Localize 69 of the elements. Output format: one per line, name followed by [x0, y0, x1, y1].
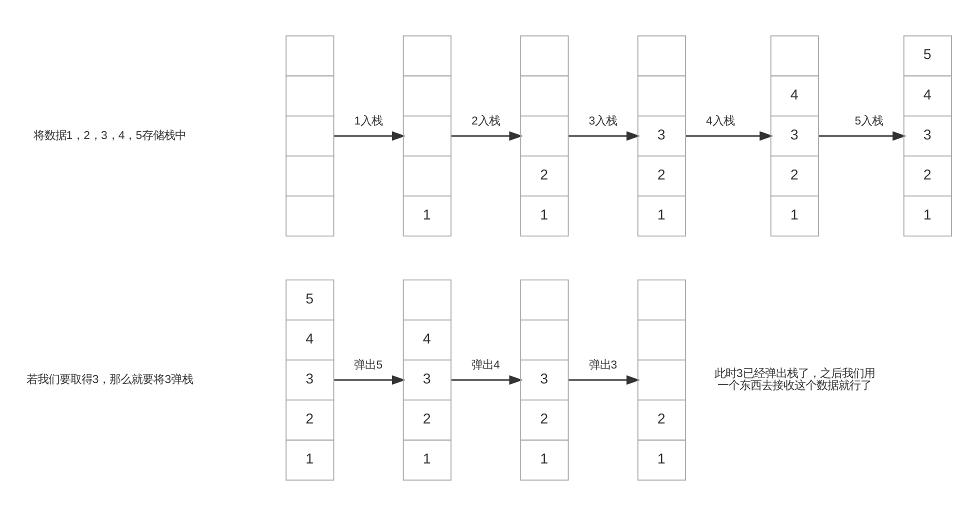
edge-label: 1入栈: [354, 115, 383, 128]
node-box: [520, 278, 569, 320]
node-box: [637, 74, 686, 116]
arrow: [818, 130, 906, 140]
node-box: 2: [637, 399, 686, 440]
node-box: [637, 359, 686, 400]
node-box: 3: [402, 359, 452, 400]
node-box: [770, 34, 820, 76]
node-box: 4: [402, 319, 452, 360]
node-box: 1: [402, 195, 452, 236]
arrow: [334, 374, 406, 384]
label: 若我们要取得3，那么就要将3弹栈: [26, 373, 194, 386]
node-box: 2: [903, 155, 952, 196]
node-box: 1: [402, 439, 452, 480]
node-box: [402, 74, 452, 116]
node-box: [286, 155, 334, 196]
arrow: [451, 130, 523, 140]
node-box: 2: [520, 399, 569, 440]
node-box: [520, 114, 569, 156]
node-box: [286, 114, 334, 156]
edge-label: 弹出4: [472, 359, 500, 372]
arrow: [686, 130, 774, 140]
edge-label: 弹出5: [354, 359, 383, 372]
node-box: 4: [286, 319, 334, 360]
label: 将数据1，2，3，4，5存储栈中: [33, 129, 186, 142]
edge-label: 5入栈: [854, 115, 884, 128]
node-box: 1: [637, 439, 686, 480]
node-box: [520, 74, 569, 116]
node-box: [286, 195, 334, 236]
node-box: 3: [286, 359, 334, 400]
node-box: [402, 278, 452, 320]
node-box: 3: [903, 114, 952, 156]
node-box: 4: [770, 74, 820, 116]
arrow: [451, 374, 523, 384]
node-box: 1: [520, 195, 569, 236]
node-box: 1: [770, 195, 820, 236]
node-box: [637, 319, 686, 360]
edge-label: 2入栈: [472, 115, 500, 128]
arrow: [568, 130, 640, 140]
node-box: 2: [770, 155, 820, 196]
node-box: 2: [286, 399, 334, 440]
node-box: [637, 34, 686, 76]
node-box: 1: [520, 439, 569, 480]
node-box: 5: [903, 34, 952, 76]
node-box: [520, 319, 569, 360]
edge-label: 3入栈: [588, 115, 618, 128]
edge-label: 4入栈: [706, 115, 734, 128]
label: 此时3已经弹出栈了，之后我们用一个东西去接收这个数据就行了: [714, 367, 875, 392]
node-box: 1: [286, 439, 334, 480]
arrow: [568, 374, 640, 384]
node-box: [286, 74, 334, 116]
node-box: 3: [770, 114, 820, 156]
node-box: 1: [637, 195, 686, 236]
node-box: 3: [520, 359, 569, 400]
node-box: 2: [637, 155, 686, 196]
node-box: [402, 34, 452, 76]
node-box: 1: [903, 195, 952, 236]
node-box: [402, 114, 452, 156]
node-box: [286, 34, 334, 76]
edge-label: 弹出3: [588, 359, 618, 372]
node-box: 5: [286, 278, 334, 320]
node-box: 3: [637, 114, 686, 156]
node-box: [520, 34, 569, 76]
arrow: [334, 130, 406, 140]
node-box: [637, 278, 686, 320]
node-box: 2: [520, 155, 569, 196]
node-box: [402, 155, 452, 196]
node-box: 2: [402, 399, 452, 440]
node-box: 4: [903, 74, 952, 116]
